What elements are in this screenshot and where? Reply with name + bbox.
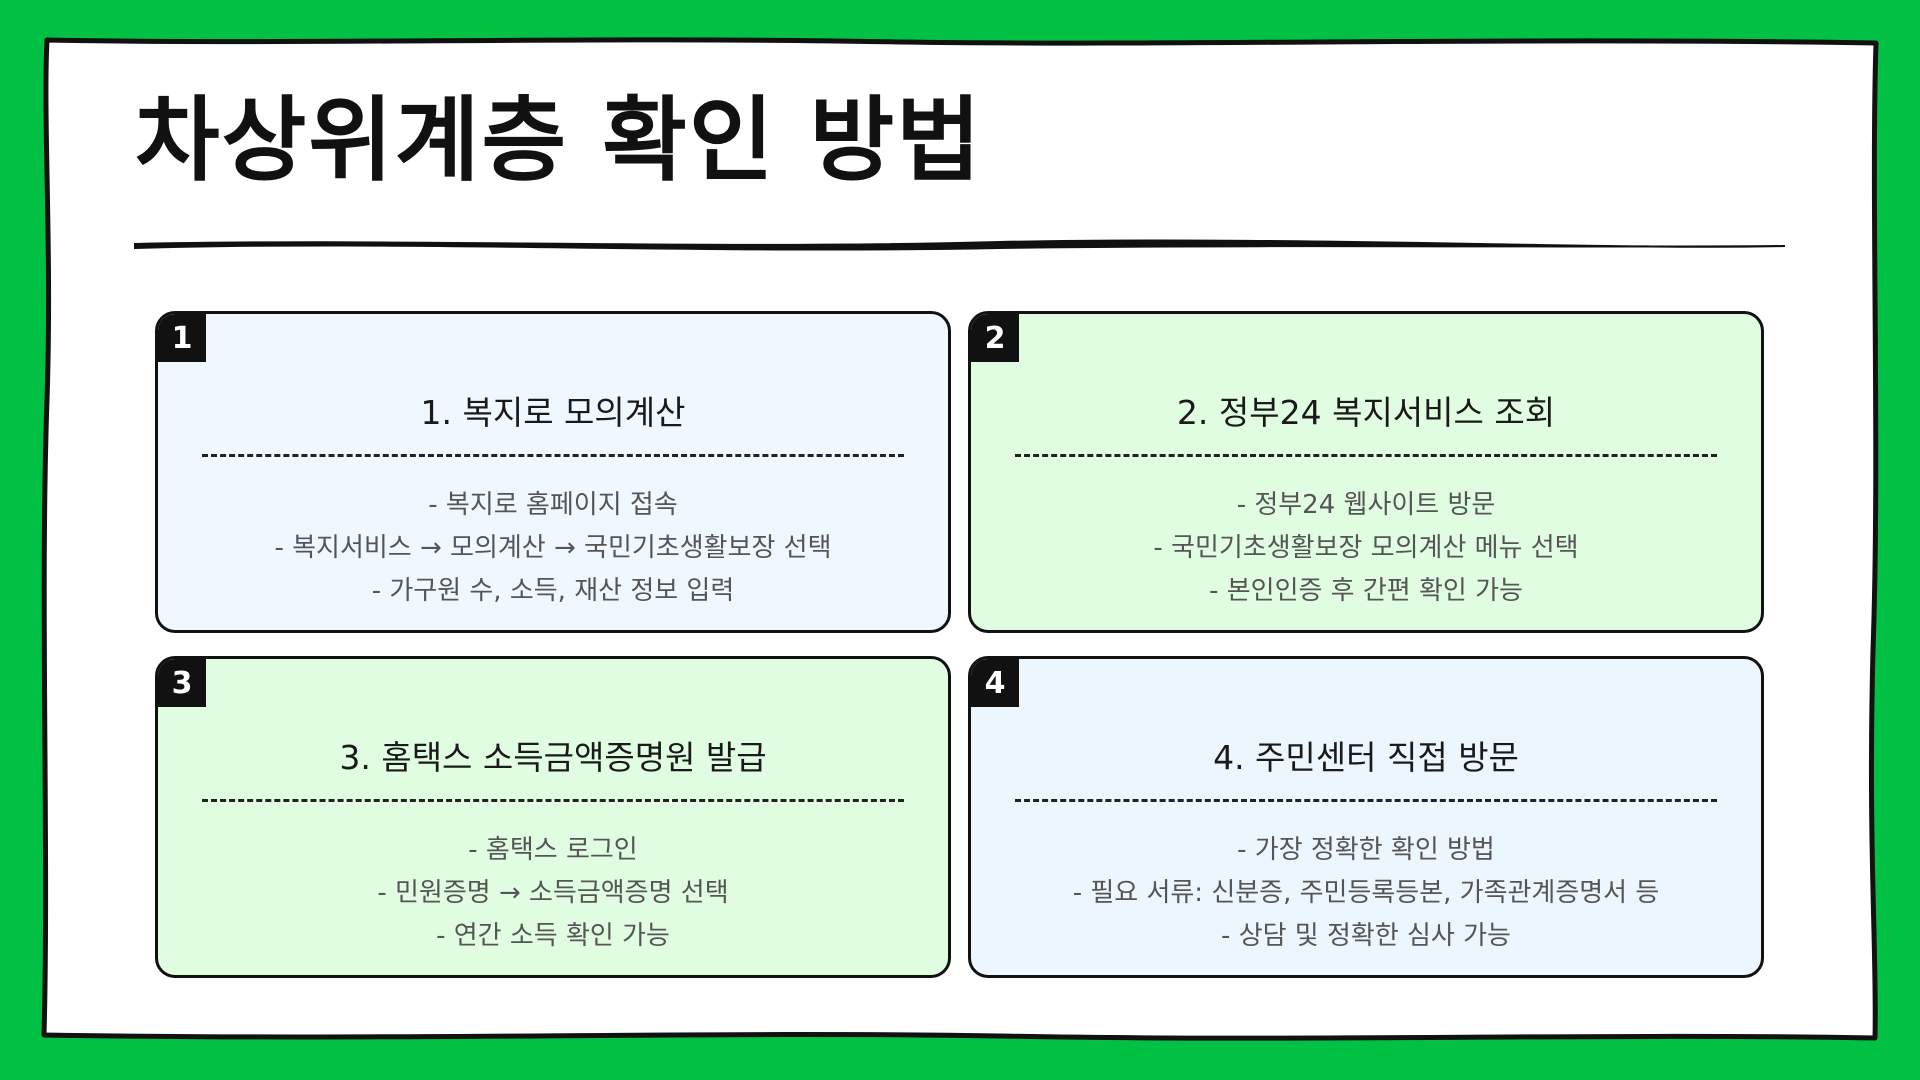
method-card-1: 1 1. 복지로 모의계산 - 복지로 홈페이지 접속 - 복지서비스 → 모의… xyxy=(155,311,951,633)
description-line: - 상담 및 정확한 심사 가능 xyxy=(1221,921,1511,951)
description-line: - 정부24 웹사이트 방문 xyxy=(1236,490,1496,520)
card-description: - 홈택스 로그인 - 민원증명 → 소득금액증명 선택 - 연간 소득 확인 … xyxy=(178,829,928,958)
dashed-divider xyxy=(1015,799,1717,802)
dashed-divider xyxy=(202,799,904,802)
description-line: - 가장 정확한 확인 방법 xyxy=(1237,835,1495,865)
description-line: - 홈택스 로그인 xyxy=(468,835,638,865)
method-card-3: 3 3. 홈택스 소득금액증명원 발급 - 홈택스 로그인 - 민원증명 → 소… xyxy=(155,656,951,978)
step-badge: 2 xyxy=(971,314,1019,362)
step-badge: 1 xyxy=(158,314,206,362)
card-description: - 복지로 홈페이지 접속 - 복지서비스 → 모의계산 → 국민기초생활보장 … xyxy=(178,484,928,613)
step-badge: 3 xyxy=(158,659,206,707)
dashed-divider xyxy=(202,454,904,457)
description-line: - 필요 서류: 신분증, 주민등록등본, 가족관계증명서 등 xyxy=(1072,878,1660,908)
card-description: - 정부24 웹사이트 방문 - 국민기초생활보장 모의계산 메뉴 선택 - 본… xyxy=(991,484,1741,613)
card-title: 1. 복지로 모의계산 xyxy=(420,393,686,432)
card-description: - 가장 정확한 확인 방법 - 필요 서류: 신분증, 주민등록등본, 가족관… xyxy=(991,829,1741,958)
card-title: 4. 주민센터 직접 방문 xyxy=(1213,738,1519,777)
description-line: - 복지로 홈페이지 접속 xyxy=(428,490,678,520)
method-card-2: 2 2. 정부24 복지서비스 조회 - 정부24 웹사이트 방문 - 국민기초… xyxy=(968,311,1764,633)
method-card-4: 4 4. 주민센터 직접 방문 - 가장 정확한 확인 방법 - 필요 서류: … xyxy=(968,656,1764,978)
title-underline xyxy=(134,239,1786,251)
description-line: - 복지서비스 → 모의계산 → 국민기초생활보장 선택 xyxy=(274,533,832,563)
description-line: - 국민기초생활보장 모의계산 메뉴 선택 xyxy=(1153,533,1579,563)
card-title: 3. 홈택스 소득금액증명원 발급 xyxy=(339,738,767,777)
description-line: - 민원증명 → 소득금액증명 선택 xyxy=(377,878,729,908)
page-title: 차상위계층 확인 방법 xyxy=(135,87,983,194)
description-line: - 가구원 수, 소득, 재산 정보 입력 xyxy=(371,576,735,606)
card-title: 2. 정부24 복지서비스 조회 xyxy=(1176,393,1556,432)
description-line: - 연간 소득 확인 가능 xyxy=(436,921,670,951)
dashed-divider xyxy=(1015,454,1717,457)
step-badge: 4 xyxy=(971,659,1019,707)
description-line: - 본인인증 후 간편 확인 가능 xyxy=(1209,576,1523,606)
